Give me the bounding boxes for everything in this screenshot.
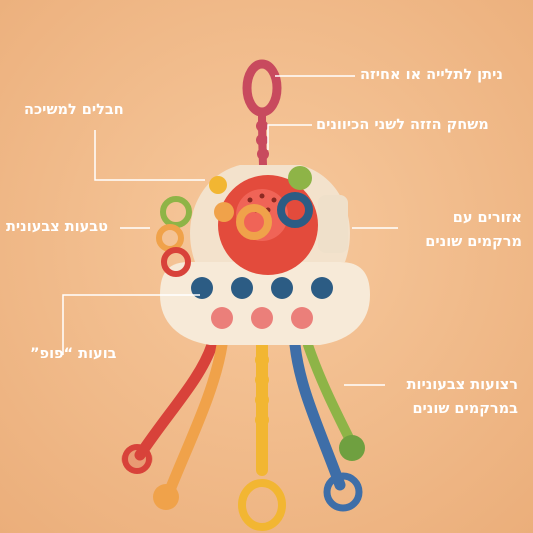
label-pull-ropes: חבלים למשיכה <box>24 102 124 118</box>
hanging-loop <box>242 59 282 169</box>
label-hang-or-grab: ניתן לתלייה או אחיזה <box>360 67 503 83</box>
label-two-way-slide: משחק הזזה לשני הכיוונים <box>316 117 489 133</box>
label-textured-zones-line1: אזורים עם <box>452 210 522 226</box>
leader-bubbles <box>62 294 200 355</box>
label-colorful-straps-line1: רצועות צבעוניות <box>406 377 518 393</box>
textured-panel <box>318 195 348 253</box>
pull-strap-green <box>303 340 365 461</box>
pop-bubbles <box>191 277 333 329</box>
leader-ropes <box>94 130 205 181</box>
pull-strap-yellow <box>238 339 286 531</box>
leader-lines <box>62 75 398 386</box>
pull-strap-blue <box>289 339 363 512</box>
pull-strap-red <box>121 339 218 474</box>
label-textured-zones: אזורים עם מרקמים שונים <box>402 206 522 254</box>
label-pop-bubbles: בועות “פופ” <box>30 346 117 362</box>
colorful-rings <box>156 166 313 277</box>
label-colorful-straps-line2: במרקמים שונים <box>412 401 518 417</box>
label-colorful-straps: רצועות צבעוניות במרקמים שונים <box>388 373 518 421</box>
leader-slide <box>267 124 312 150</box>
pull-strap-orange <box>153 339 228 510</box>
label-textured-zones-line2: מרקמים שונים <box>425 234 522 250</box>
label-colorful-rings: טבעות צבעונית <box>6 219 108 235</box>
